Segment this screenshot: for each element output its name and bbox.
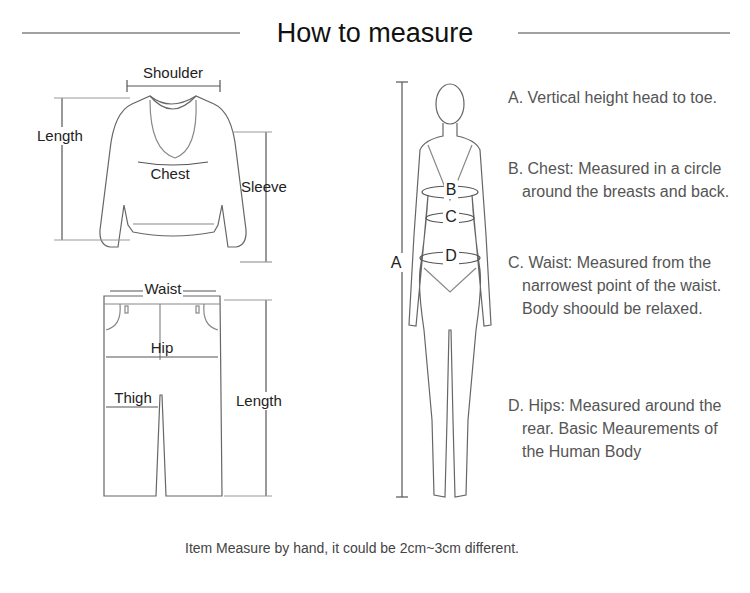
pants-outline (104, 296, 222, 496)
sweater-outline (100, 96, 246, 247)
callout-letter: A (389, 253, 404, 272)
pocket (106, 304, 218, 330)
part-label: Length (234, 392, 284, 410)
tick (219, 80, 220, 92)
belt-loop (196, 306, 199, 313)
measure-note: A. Vertical height head to toe. (508, 86, 740, 109)
length-line (61, 98, 62, 240)
tick (396, 81, 408, 82)
part-label: Chest (150, 165, 189, 183)
part-label: Waist (143, 280, 184, 298)
measure-note: B. Chest: Measured in a circle around th… (508, 157, 740, 203)
tick (54, 97, 130, 98)
waistband (104, 303, 220, 304)
sweater-hem (133, 223, 214, 224)
title-rule (518, 32, 730, 33)
tick (54, 239, 130, 240)
title: How to measure (277, 17, 474, 49)
tick (126, 80, 127, 92)
sleeve-line (265, 132, 266, 262)
part-label: Length (35, 127, 85, 145)
tick (396, 496, 408, 497)
title-rule (22, 32, 240, 33)
thigh-line (106, 406, 158, 407)
callout-letter: C (443, 207, 459, 226)
hip-line (106, 356, 218, 357)
tick (224, 495, 272, 496)
swimsuit-lines (424, 145, 476, 292)
part-label: Sleeve (241, 178, 287, 196)
callout-letter: D (443, 246, 459, 265)
part-label: Hip (151, 339, 174, 357)
part-label: Shoulder (143, 64, 203, 82)
tick (232, 131, 272, 132)
callout-letter: B (444, 180, 459, 199)
measure-note: D. Hips: Measured around the rear. Basic… (508, 394, 740, 463)
sweater-collar (150, 96, 196, 109)
height-line (401, 82, 402, 497)
head (436, 84, 464, 124)
caption: Item Measure by hand, it could be 2cm~3c… (185, 540, 519, 557)
chest-line (138, 162, 208, 165)
tick (240, 261, 272, 262)
sweater-neckline (150, 100, 196, 158)
belt-loop (125, 306, 128, 313)
body-outline (409, 123, 491, 497)
shoulder-line (127, 85, 220, 86)
part-label: Thigh (114, 389, 152, 407)
tick (224, 299, 272, 300)
measure-note: C. Waist: Measured from the narrowest po… (508, 251, 740, 320)
